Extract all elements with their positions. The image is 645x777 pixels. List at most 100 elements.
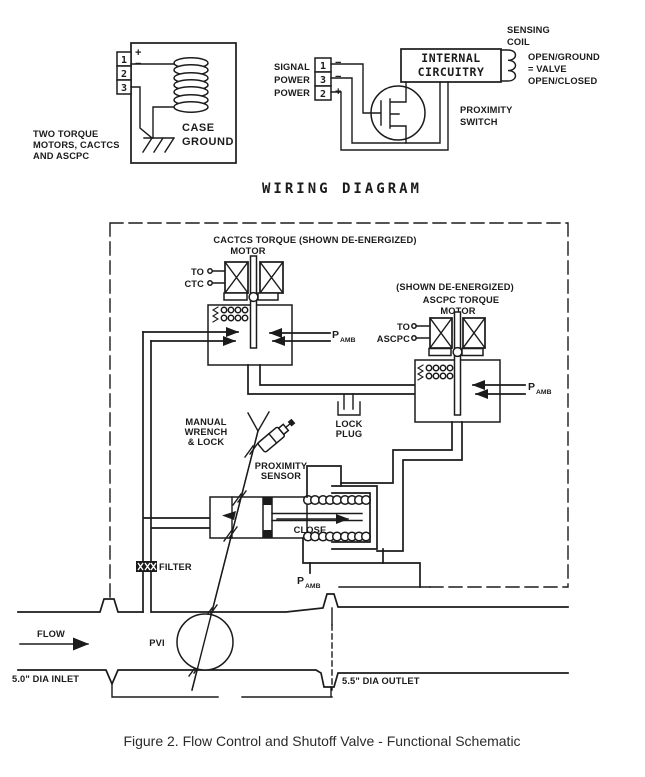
pin3-ground-wire xyxy=(130,86,153,139)
to-ctc-label-1: TO xyxy=(191,267,204,277)
shutoff-actuator: CLOSE P AMB xyxy=(209,465,421,590)
prox-sign-1: − xyxy=(335,57,341,69)
torque-motor-coil xyxy=(173,57,209,113)
lock-plug-label-2: PLUG xyxy=(336,429,362,439)
svg-text:AMB: AMB xyxy=(536,389,552,396)
cactcs-label-1: CACTCS TORQUE (SHOWN DE-ENERGIZED) xyxy=(213,235,416,245)
inlet-label: 5.0" DIA INLET xyxy=(12,674,79,684)
lock-plug-symbol xyxy=(337,393,361,416)
cactcs-flapper-left xyxy=(223,292,248,301)
manual-wrench-label-1: MANUAL xyxy=(185,417,226,427)
mosfet-icon xyxy=(371,81,407,144)
wrench-flats-icon xyxy=(247,411,270,432)
proximity-sensor-label-1: PROXIMITY xyxy=(255,461,308,471)
prox-pin-3-label: 3 xyxy=(320,75,326,86)
wiring-diagram-title: WIRING DIAGRAM xyxy=(262,181,422,197)
piston-seal-top xyxy=(263,498,272,505)
to-ascpc-label-1: TO xyxy=(397,322,410,332)
proximity-switch-detail: SIGNAL POWER POWER 1 3 2 − − + INTERNAL … xyxy=(274,25,600,151)
cactcs-terminal-leads xyxy=(212,270,226,284)
svg-text:AMB: AMB xyxy=(340,337,356,344)
pin-3-label: 3 xyxy=(121,83,127,94)
svg-text:P: P xyxy=(528,381,535,393)
manual-wrench-label-2: WRENCH xyxy=(185,427,228,437)
cactcs-coil-crosses xyxy=(224,261,284,294)
valve-shaft-overlay xyxy=(191,430,259,691)
ascpc-pamb-label: P AMB xyxy=(528,381,552,396)
valve-housing-outline xyxy=(111,683,333,698)
ascpc-label-2: MOTOR xyxy=(440,306,475,316)
ascpc-bias-spring xyxy=(416,364,454,381)
proximity-switch-label-1: PROXIMITY xyxy=(460,105,513,115)
cactcs-pamb-label: P AMB xyxy=(332,329,356,344)
close-label: CLOSE xyxy=(294,525,327,535)
cactcs-terminal-2 xyxy=(207,280,213,286)
transistor-circle xyxy=(370,85,426,141)
prox-pin-2-label: 2 xyxy=(320,89,326,100)
ascpc-armature xyxy=(453,311,462,416)
coil-return-wire xyxy=(152,106,175,139)
internal-circuitry-label-1: INTERNAL xyxy=(421,51,480,65)
ascpc-coil-crosses xyxy=(429,317,486,349)
prox-pin-1-label: 1 xyxy=(320,61,326,72)
proximity-sensor-icon xyxy=(257,418,296,453)
outlet-label: 5.5" DIA OUTLET xyxy=(342,676,420,686)
butterfly-disc xyxy=(176,613,234,671)
sensing-coil-icon xyxy=(500,49,517,82)
chamber-drain-line xyxy=(382,562,421,588)
to-ascpc-label-2: ASCPC xyxy=(377,334,410,344)
actuator-pamb-label: P AMB xyxy=(297,575,321,590)
case-ground-label-1: CASE xyxy=(182,122,215,134)
cactcs-bias-spring xyxy=(211,306,249,323)
output-note-1: OPEN/GROUND xyxy=(528,52,600,62)
power-label-2: POWER xyxy=(274,88,310,98)
return-spring-top xyxy=(302,494,372,506)
internal-circuitry-label-2: CIRCUITRY xyxy=(418,65,485,79)
power-wire-1 xyxy=(330,77,441,144)
chamber-lower-wall xyxy=(302,537,384,564)
sensing-coil-label-2: COIL xyxy=(507,37,530,47)
cactcs-flapper-right xyxy=(257,292,279,301)
ascpc-flapper-left xyxy=(428,347,452,357)
piston-seal-bottom xyxy=(263,530,272,537)
prox-pin-2-box xyxy=(314,85,332,101)
ascpc-label-1: ASCPC TORQUE xyxy=(423,295,500,305)
filter-label: FILTER xyxy=(159,562,192,572)
torque-motor-connector-detail: 1 2 3 + − CASE GROUND TWO TORQUE MOTORS,… xyxy=(33,42,237,164)
power-label-1: POWER xyxy=(274,75,310,85)
connector-note-1: TWO TORQUE xyxy=(33,129,98,139)
pipe-top-outline xyxy=(17,593,569,613)
ascpc-drain-outer xyxy=(340,421,453,484)
valve-shaft-group: MANUAL WRENCH & LOCK PROXIMITY SENSOR xyxy=(185,411,308,691)
flow-label: FLOW xyxy=(37,629,65,639)
to-ctc-label-2: CTC xyxy=(184,279,204,289)
output-note-2: = VALVE xyxy=(528,64,567,74)
connector-note-3: AND ASCPC xyxy=(33,151,89,161)
ascpc-flapper-right xyxy=(461,347,484,357)
output-note-3: OPEN/CLOSED xyxy=(528,76,597,86)
svg-text:P: P xyxy=(297,575,304,587)
case-ground-icon xyxy=(142,137,175,153)
main-schematic: FILTER CACTCS TORQUE (SHOWN DE-ENERGIZED… xyxy=(12,222,569,698)
manual-wrench-label-3: & LOCK xyxy=(188,437,225,447)
filter-symbol xyxy=(136,561,157,572)
pipe-bottom-outline xyxy=(17,669,569,688)
ascpc-pivot xyxy=(452,346,463,358)
pilot-flapper-arrow xyxy=(222,511,236,520)
interstage-line-1 xyxy=(247,364,447,399)
power-wire-2 xyxy=(330,81,449,151)
proximity-sensor-label-2: SENSOR xyxy=(261,471,301,481)
signal-wire xyxy=(330,63,373,114)
pvi-label: PVI xyxy=(149,638,164,648)
internal-circuitry-box xyxy=(400,48,502,83)
svg-text:P: P xyxy=(332,329,339,341)
sensing-coil-label-1: SENSING xyxy=(507,25,550,35)
cactcs-terminal-1 xyxy=(207,268,213,274)
plus-sign: + xyxy=(135,47,141,59)
cactcs-pivot xyxy=(248,291,259,303)
supply-lines xyxy=(142,331,211,613)
ascpc-drain-inner xyxy=(376,421,463,552)
figure-caption: Figure 2. Flow Control and Shutoff Valve… xyxy=(123,733,520,749)
